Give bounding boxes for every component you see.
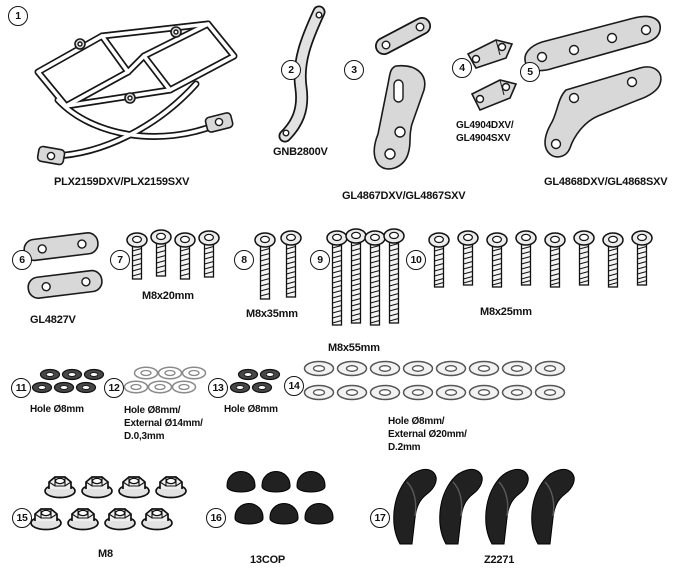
part-12: 12 Hole Ø8mm/ External Ø14mm/ D.0,3mm — [100, 364, 212, 448]
part-15: 15 M8 — [6, 466, 198, 562]
part-14-washers-drawing — [303, 360, 566, 401]
part-12-label-line3: D.0,3mm — [124, 431, 165, 442]
part-5-plates-drawing — [524, 15, 662, 158]
part-4-label-line1: GL4904DXV/ — [456, 120, 514, 131]
part-4-number-badge: 4 — [452, 58, 472, 78]
part-14-label-line1: Hole Ø8mm/ — [388, 416, 445, 427]
part-3-plate-drawing — [373, 17, 431, 170]
part-5: 5 GL4868DXV/GL4868SXV — [510, 4, 674, 190]
part-1-number-badge: 1 — [8, 6, 28, 26]
part-2-strip-drawing — [278, 5, 326, 143]
part-6-number-badge: 6 — [12, 250, 32, 270]
part-6-plates-drawing — [23, 232, 103, 299]
part-10-bolts-drawing — [428, 230, 668, 288]
part-8-label: M8x35mm — [246, 308, 298, 320]
part-1-rack-drawing — [34, 20, 238, 166]
part-11: 11 Hole Ø8mm — [6, 364, 106, 420]
part-16-caps-drawing — [226, 471, 334, 525]
part-7-number-badge: 7 — [110, 250, 130, 270]
part-11-number-badge: 11 — [11, 378, 31, 398]
part-6: 6 GL4827V — [6, 228, 106, 330]
part-8-bolts-drawing — [254, 230, 306, 300]
part-9-bolts-drawing — [326, 228, 406, 326]
part-4-label-line2: GL4904SXV — [456, 133, 511, 144]
part-12-washers-drawing — [123, 366, 207, 394]
part-17: 17 Z2271 — [364, 462, 576, 566]
part-10-number-badge: 10 — [406, 250, 426, 270]
part-12-label-line1: Hole Ø8mm/ — [124, 405, 181, 416]
part-4: 4 GL4904DXV/ GL4904SXV — [438, 30, 518, 144]
part-3: 3 GL4867DXV/GL4867SXV — [336, 12, 466, 204]
part-14: 14 Hole Ø8mm/ External Ø20mm/ D.2mm — [282, 358, 578, 466]
part-15-label: M8 — [98, 548, 113, 560]
part-12-number-badge: 12 — [104, 378, 124, 398]
part-13-number-badge: 13 — [208, 378, 228, 398]
part-13-label: Hole Ø8mm — [224, 404, 278, 415]
part-17-number-badge: 17 — [370, 508, 390, 528]
part-10: 10 M8x25mm — [398, 228, 675, 320]
part-10-label: M8x25mm — [480, 306, 532, 318]
part-3-label: GL4867DXV/GL4867SXV — [342, 190, 466, 202]
part-3-number-badge: 3 — [344, 60, 364, 80]
part-15-nuts-drawing — [30, 476, 187, 531]
part-11-label: Hole Ø8mm — [30, 404, 84, 415]
part-2-number-badge: 2 — [281, 60, 301, 80]
part-7-label: M8x20mm — [142, 290, 194, 302]
part-7-bolts-drawing — [126, 229, 224, 281]
part-12-label-line2: External Ø14mm/ — [124, 418, 203, 429]
part-17-clamps-drawing — [393, 468, 575, 545]
part-8-number-badge: 8 — [234, 250, 254, 270]
part-9: 9 M8x55mm — [302, 226, 404, 354]
part-9-number-badge: 9 — [310, 250, 330, 270]
part-2-label: GNB2800V — [273, 146, 328, 158]
part-16-label: 13COP — [250, 554, 286, 566]
part-5-label: GL4868DXV/GL4868SXV — [544, 176, 668, 188]
part-9-label: M8x55mm — [328, 342, 380, 354]
part-13-washers-drawing — [229, 368, 281, 394]
part-16: 16 13COP — [200, 462, 334, 566]
part-7: 7 M8x20mm — [100, 228, 222, 304]
part-11-washers-drawing — [31, 368, 105, 394]
part-6-label: GL4827V — [30, 314, 76, 326]
part-14-label-line3: D.2mm — [388, 442, 421, 453]
part-8: 8 M8x35mm — [224, 228, 304, 320]
part-16-number-badge: 16 — [206, 508, 226, 528]
part-15-number-badge: 15 — [12, 508, 32, 528]
part-4-brackets-drawing — [466, 39, 518, 112]
part-2: 2 GNB2800V — [265, 4, 337, 160]
part-17-label: Z2271 — [484, 554, 515, 566]
part-13: 13 Hole Ø8mm — [204, 364, 284, 420]
part-14-number-badge: 14 — [284, 376, 304, 396]
part-1-label: PLX2159DXV/PLX2159SXV — [54, 176, 190, 188]
part-1: 1 — [8, 6, 273, 194]
part-14-label-line2: External Ø20mm/ — [388, 429, 467, 440]
part-5-number-badge: 5 — [520, 62, 540, 82]
